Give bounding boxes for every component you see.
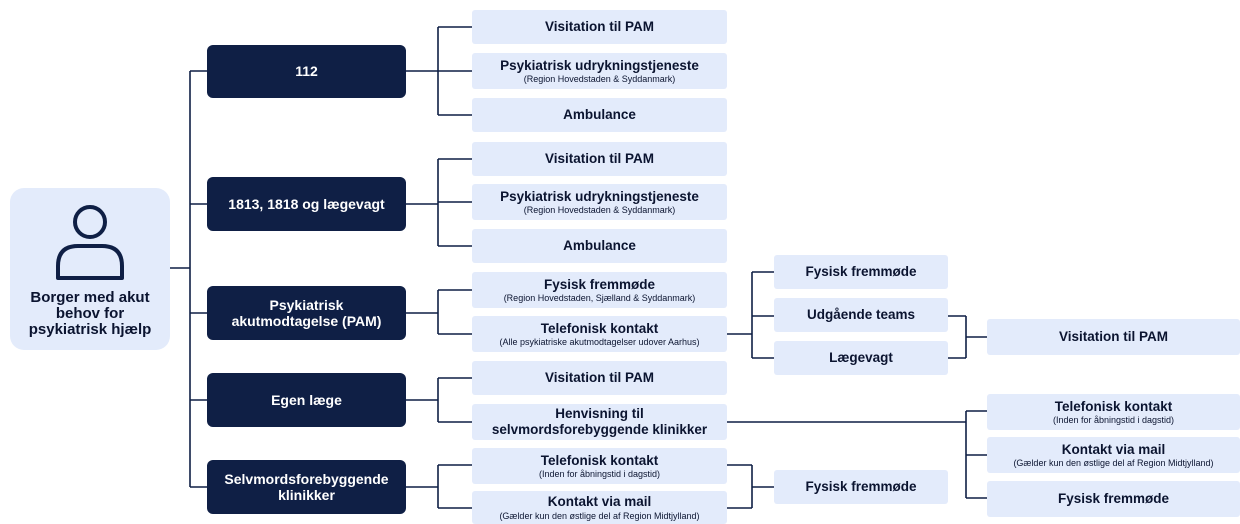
title: Udgående teams (806, 307, 916, 323)
title: Telefonisk kontakt (1054, 398, 1173, 414)
subtitle: (Region Hovedstaden & Syddanmark) (523, 205, 676, 216)
title: Psykiatrisk udrykningstjeneste (500, 57, 699, 73)
node-1813-visitation: Visitation til PAM (472, 142, 727, 176)
subtitle: (Gælder kun den østlige del af Region Mi… (499, 510, 700, 521)
node-tel-udgaaende: Udgående teams (774, 298, 948, 332)
title: Lægevagt (829, 350, 893, 366)
title: Ambulance (563, 107, 636, 123)
subtitle: (Inden for åbningstid i dagstid) (538, 469, 661, 480)
title: Visitation til PAM (1058, 329, 1168, 345)
node-112-label: 112 (295, 63, 318, 80)
node-112: 112 (207, 45, 406, 98)
node-selvmord: Selvmordsforebyggende klinikker (207, 460, 406, 514)
title: Fysisk fremmøde (805, 479, 917, 495)
subtitle: (Inden for åbningstid i dagstid) (1052, 415, 1175, 426)
node-selvmord-label: Selvmordsforebyggende klinikker (224, 470, 389, 503)
node-klinik-telefonisk: Telefonisk kontakt(Inden for åbningstid … (987, 394, 1240, 430)
node-selv-mail: Kontakt via mail(Gælder kun den østlige … (472, 491, 727, 524)
node-klinik-fysisk: Fysisk fremmøde (987, 481, 1240, 517)
node-112-udrykning: Psykiatrisk udrykningstjeneste(Region Ho… (472, 53, 727, 89)
title: Telefonisk kontakt (540, 320, 659, 336)
node-selv-fysisk: Fysisk fremmøde (774, 470, 948, 504)
title: Fysisk fremmøde (805, 264, 917, 280)
node-pam-telefonisk: Telefonisk kontakt(Alle psykiatriske aku… (472, 316, 727, 352)
title: Telefonisk kontakt (540, 452, 659, 468)
node-pam: Psykiatrisk akutmodtagelse (PAM) (207, 286, 406, 340)
node-pam-fysisk: Fysisk fremmøde(Region Hovedstaden, Sjæl… (472, 272, 727, 308)
title: Fysisk fremmøde (1057, 491, 1170, 507)
root-label: Borger med akut behov for psykiatrisk hj… (28, 289, 152, 338)
node-klinik-mail: Kontakt via mail(Gælder kun den østlige … (987, 437, 1240, 473)
person-icon (56, 205, 124, 281)
node-1813: 1813, 1818 og lægevagt (207, 177, 406, 231)
node-1813-label: 1813, 1818 og lægevagt (228, 195, 385, 212)
title: Henvisning til selvmordsforebyggende kli… (491, 406, 708, 437)
node-egen-laege: Egen læge (207, 373, 406, 427)
node-selv-telefonisk: Telefonisk kontakt(Inden for åbningstid … (472, 448, 727, 484)
node-egen-laege-label: Egen læge (271, 391, 342, 408)
node-112-ambulance: Ambulance (472, 98, 727, 132)
title: Visitation til PAM (544, 151, 654, 167)
title: Psykiatrisk udrykningstjeneste (500, 188, 699, 204)
subtitle: (Gælder kun den østlige del af Region Mi… (1013, 458, 1214, 469)
node-pam-label: Psykiatrisk akutmodtagelse (PAM) (231, 296, 382, 329)
node-112-visitation: Visitation til PAM (472, 10, 727, 44)
node-visitation-pam-right: Visitation til PAM (987, 319, 1240, 355)
node-tel-fysisk: Fysisk fremmøde (774, 255, 948, 289)
subtitle: (Alle psykiatriske akutmodtagelser udove… (499, 337, 700, 348)
node-1813-ambulance: Ambulance (472, 229, 727, 263)
subtitle: (Region Hovedstaden & Syddanmark) (523, 74, 676, 85)
node-egen-visitation: Visitation til PAM (472, 361, 727, 395)
node-egen-henvisning: Henvisning til selvmordsforebyggende kli… (472, 404, 727, 440)
title: Fysisk fremmøde (543, 276, 656, 292)
title: Kontakt via mail (547, 494, 652, 510)
root-node: Borger med akut behov for psykiatrisk hj… (10, 188, 170, 350)
title: Visitation til PAM (544, 19, 654, 35)
subtitle: (Region Hovedstaden, Sjælland & Syddanma… (503, 293, 696, 304)
node-tel-laegevagt: Lægevagt (774, 341, 948, 375)
title: Visitation til PAM (544, 370, 654, 386)
title: Kontakt via mail (1061, 441, 1166, 457)
title: Ambulance (563, 238, 636, 254)
node-1813-udrykning: Psykiatrisk udrykningstjeneste(Region Ho… (472, 184, 727, 220)
